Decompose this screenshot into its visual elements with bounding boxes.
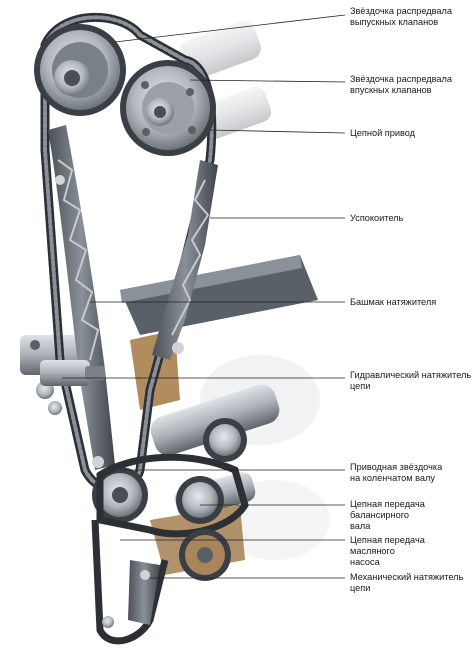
label-crankshaft-sprocket: Приводная звёздочка на коленчатом валу	[350, 462, 443, 483]
oil-pump-sprocket	[179, 529, 231, 581]
label-exhaust-camshaft-sprocket: Звёздочка распредвала выпускных клапанов	[350, 6, 453, 27]
label-tensioner-shoe: Башмак натяжителя	[350, 297, 437, 307]
label-intake-camshaft-sprocket: Звёздочка распредвала впускных клапанов	[350, 74, 453, 95]
exhaust-camshaft-sprocket	[34, 24, 126, 116]
label-damper: Успокоитель	[350, 213, 404, 223]
mechanical-tensioner	[102, 560, 160, 628]
label-oil-pump-drive: Цепная передача масляного насоса	[350, 535, 425, 567]
tensioner-shoe	[48, 125, 115, 470]
crankshaft-sprocket	[92, 467, 148, 523]
hydraulic-tensioner	[40, 360, 105, 386]
label-mechanical-tensioner: Механический натяжитель цепи	[350, 572, 464, 593]
leader-lines	[62, 14, 346, 579]
chain-damper	[152, 160, 218, 360]
balance-shaft-gear	[176, 418, 247, 524]
label-chain-drive: Цепной привод	[350, 128, 416, 138]
label-hydraulic-tensioner: Гидравлический натяжитель цепи	[350, 370, 472, 391]
intake-camshaft-sprocket	[120, 60, 216, 156]
label-balance-shaft-drive: Цепная передача балансирного вала	[350, 499, 425, 531]
